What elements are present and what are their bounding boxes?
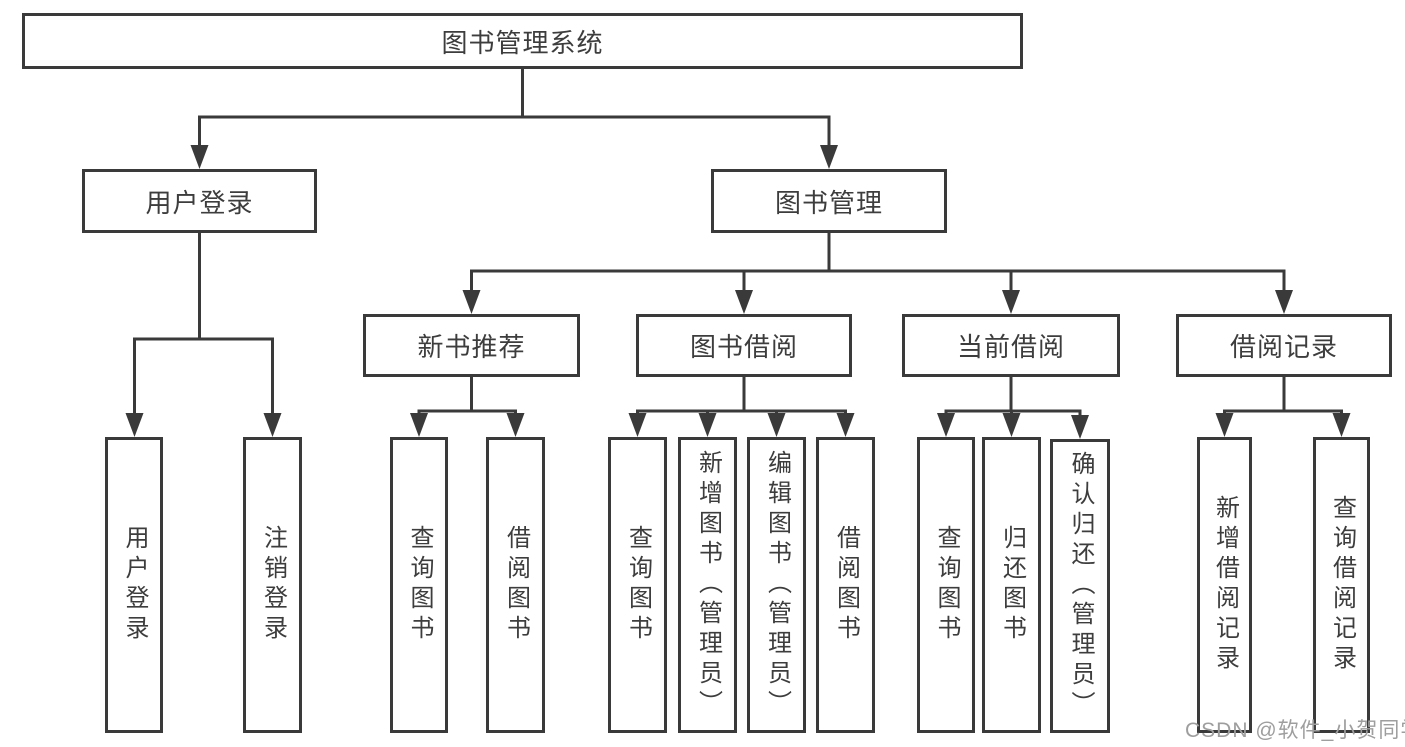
arrowhead-down-icon [506,413,525,437]
arrowhead-down-icon [1332,413,1351,437]
arrowhead-down-icon [1071,415,1089,439]
leaf-label: 用户登录 [121,525,148,645]
arrowhead-down-icon [263,413,282,437]
arrowhead-down-icon [767,413,786,437]
leaf-label: 确认归还（管理员） [1067,451,1094,721]
leaf-borrow-books-borrowing: 借阅图书 [816,437,875,733]
leaf-query-books-recommend: 查询图书 [390,437,448,733]
arrowhead-down-icon [1002,290,1020,314]
node-book-management: 图书管理 [711,169,947,233]
node-label: 图书管理系统 [441,27,604,58]
leaf-label: 查询图书 [624,525,652,645]
node-label: 新书推荐 [417,332,526,362]
leaf-label: 查询图书 [933,525,960,645]
leaf-logout: 注销登录 [243,437,302,733]
node-book-borrowing: 图书借阅 [636,314,852,377]
leaf-edit-books-admin: 编辑图书（管理员） [747,437,806,733]
leaf-label: 归还图书 [998,525,1026,645]
leaf-label: 注销登录 [259,525,287,645]
arrowhead-down-icon [1002,413,1021,437]
node-label: 当前借阅 [956,332,1065,362]
leaf-query-books-borrowing: 查询图书 [608,437,667,733]
leaf-add-borrowing-record: 新增借阅记录 [1197,437,1252,733]
watermark: CSDN @软件_小贺同学 [1185,719,1405,742]
arrowhead-down-icon [125,413,144,437]
leaf-label: 借阅图书 [502,525,530,645]
leaf-confirm-return-admin: 确认归还（管理员） [1050,439,1110,733]
leaf-label: 查询借阅记录 [1328,495,1356,675]
arrowhead-down-icon [820,145,838,169]
leaf-label: 新增图书（管理员） [694,450,722,720]
arrowhead-down-icon [1275,290,1293,314]
leaf-label: 借阅图书 [832,525,860,645]
arrowhead-down-icon [628,413,647,437]
node-label: 图书借阅 [689,332,798,362]
leaf-return-books: 归还图书 [982,437,1041,733]
arrowhead-down-icon [698,413,717,437]
node-label: 借阅记录 [1229,332,1338,362]
leaf-add-books-admin: 新增图书（管理员） [678,437,737,733]
node-root: 图书管理系统 [22,13,1023,69]
arrowhead-down-icon [836,413,855,437]
node-borrowing-records: 借阅记录 [1176,314,1392,377]
node-current-borrowing: 当前借阅 [902,314,1120,377]
leaf-borrow-books-recommend: 借阅图书 [486,437,545,733]
leaf-label: 新增借阅记录 [1211,495,1239,675]
arrowhead-down-icon [937,413,955,437]
arrowhead-down-icon [735,290,753,314]
node-new-book-recommend: 新书推荐 [363,314,580,377]
leaf-user-login: 用户登录 [105,437,163,733]
arrowhead-down-icon [190,145,209,169]
leaf-label: 编辑图书（管理员） [763,450,791,720]
arrowhead-down-icon [410,413,428,437]
leaf-label: 查询图书 [406,525,433,645]
node-label: 图书管理 [774,187,883,218]
node-label: 用户登录 [145,187,254,218]
arrowhead-down-icon [462,290,481,314]
arrowhead-down-icon [1215,413,1234,437]
node-user-login: 用户登录 [82,169,317,233]
leaf-query-books-current: 查询图书 [917,437,975,733]
leaf-query-borrowing-record: 查询借阅记录 [1313,437,1370,733]
